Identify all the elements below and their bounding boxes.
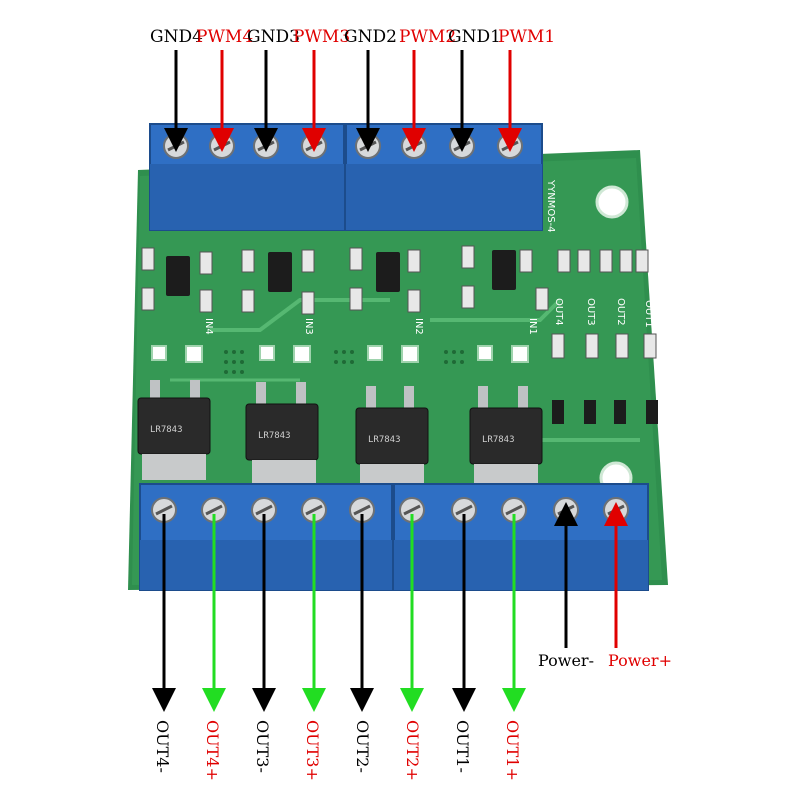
screw-slot [155, 504, 173, 516]
out-mark-1: OUT1 [643, 300, 654, 328]
power-minus-label: Power- [538, 651, 594, 670]
output-pin-label-7: OUT1- [453, 720, 472, 773]
output-pin-label-2: OUT4+ [203, 720, 222, 781]
out-mark-4: OUT4 [553, 298, 564, 326]
screw-slot [205, 504, 223, 516]
in-mark-1: IN1 [527, 318, 538, 335]
output-pin-label-4: OUT3+ [303, 720, 322, 781]
mounting-hole [595, 185, 629, 219]
mosfet-marking: LR7843 [368, 435, 401, 445]
screw-slot [353, 504, 371, 516]
wiring-arrows [152, 50, 628, 712]
output-pin-label-5: OUT2- [353, 720, 372, 773]
top-pin-label-pwm1: PWM1 [498, 27, 556, 47]
top-pin-label-gnd1: GND1 [448, 27, 501, 47]
output-pin-label-3: OUT3- [253, 720, 272, 773]
output-pin-label-8: OUT1+ [503, 720, 522, 781]
mosfet-marking: LR7843 [258, 431, 291, 441]
top-pin-label-gnd3: GND3 [247, 27, 300, 47]
top-pin-label-pwm4: PWM4 [196, 27, 254, 47]
board-model-label: YYNMOS-4 [545, 179, 556, 233]
smd-components [141, 245, 658, 424]
in-mark-2: IN2 [413, 318, 424, 335]
in-mark-3: IN3 [303, 318, 314, 335]
in-mark-4: IN4 [203, 318, 214, 335]
screw-slot [255, 504, 273, 516]
top-pin-label-pwm3: PWM3 [293, 27, 351, 47]
screw-slot [305, 504, 323, 516]
power-plus-label: Power+ [608, 651, 672, 670]
mosfet-marking: LR7843 [150, 425, 183, 435]
mosfet-marking: LR7843 [482, 435, 515, 445]
silkscreen: YYNMOS-4 OUT4 OUT3 OUT2 OUT1 IN4 IN3 IN2… [203, 179, 654, 335]
screw-slot [403, 504, 421, 516]
top-pin-label-gnd4: GND4 [150, 27, 203, 47]
screw-slot [505, 504, 523, 516]
mosfets: LR7843 LR7843 LR7843 LR7843 [137, 380, 543, 490]
out-mark-3: OUT3 [585, 298, 596, 326]
output-pin-label-1: OUT4- [153, 720, 172, 773]
out-mark-2: OUT2 [615, 298, 626, 326]
top-pin-label-pwm2: PWM2 [399, 27, 457, 47]
screw-slot [455, 504, 473, 516]
top-pin-label-gnd2: GND2 [344, 27, 397, 47]
top-terminal-blocks [149, 123, 543, 231]
bottom-terminal-blocks [139, 483, 649, 591]
output-pin-label-6: OUT2+ [403, 720, 422, 781]
